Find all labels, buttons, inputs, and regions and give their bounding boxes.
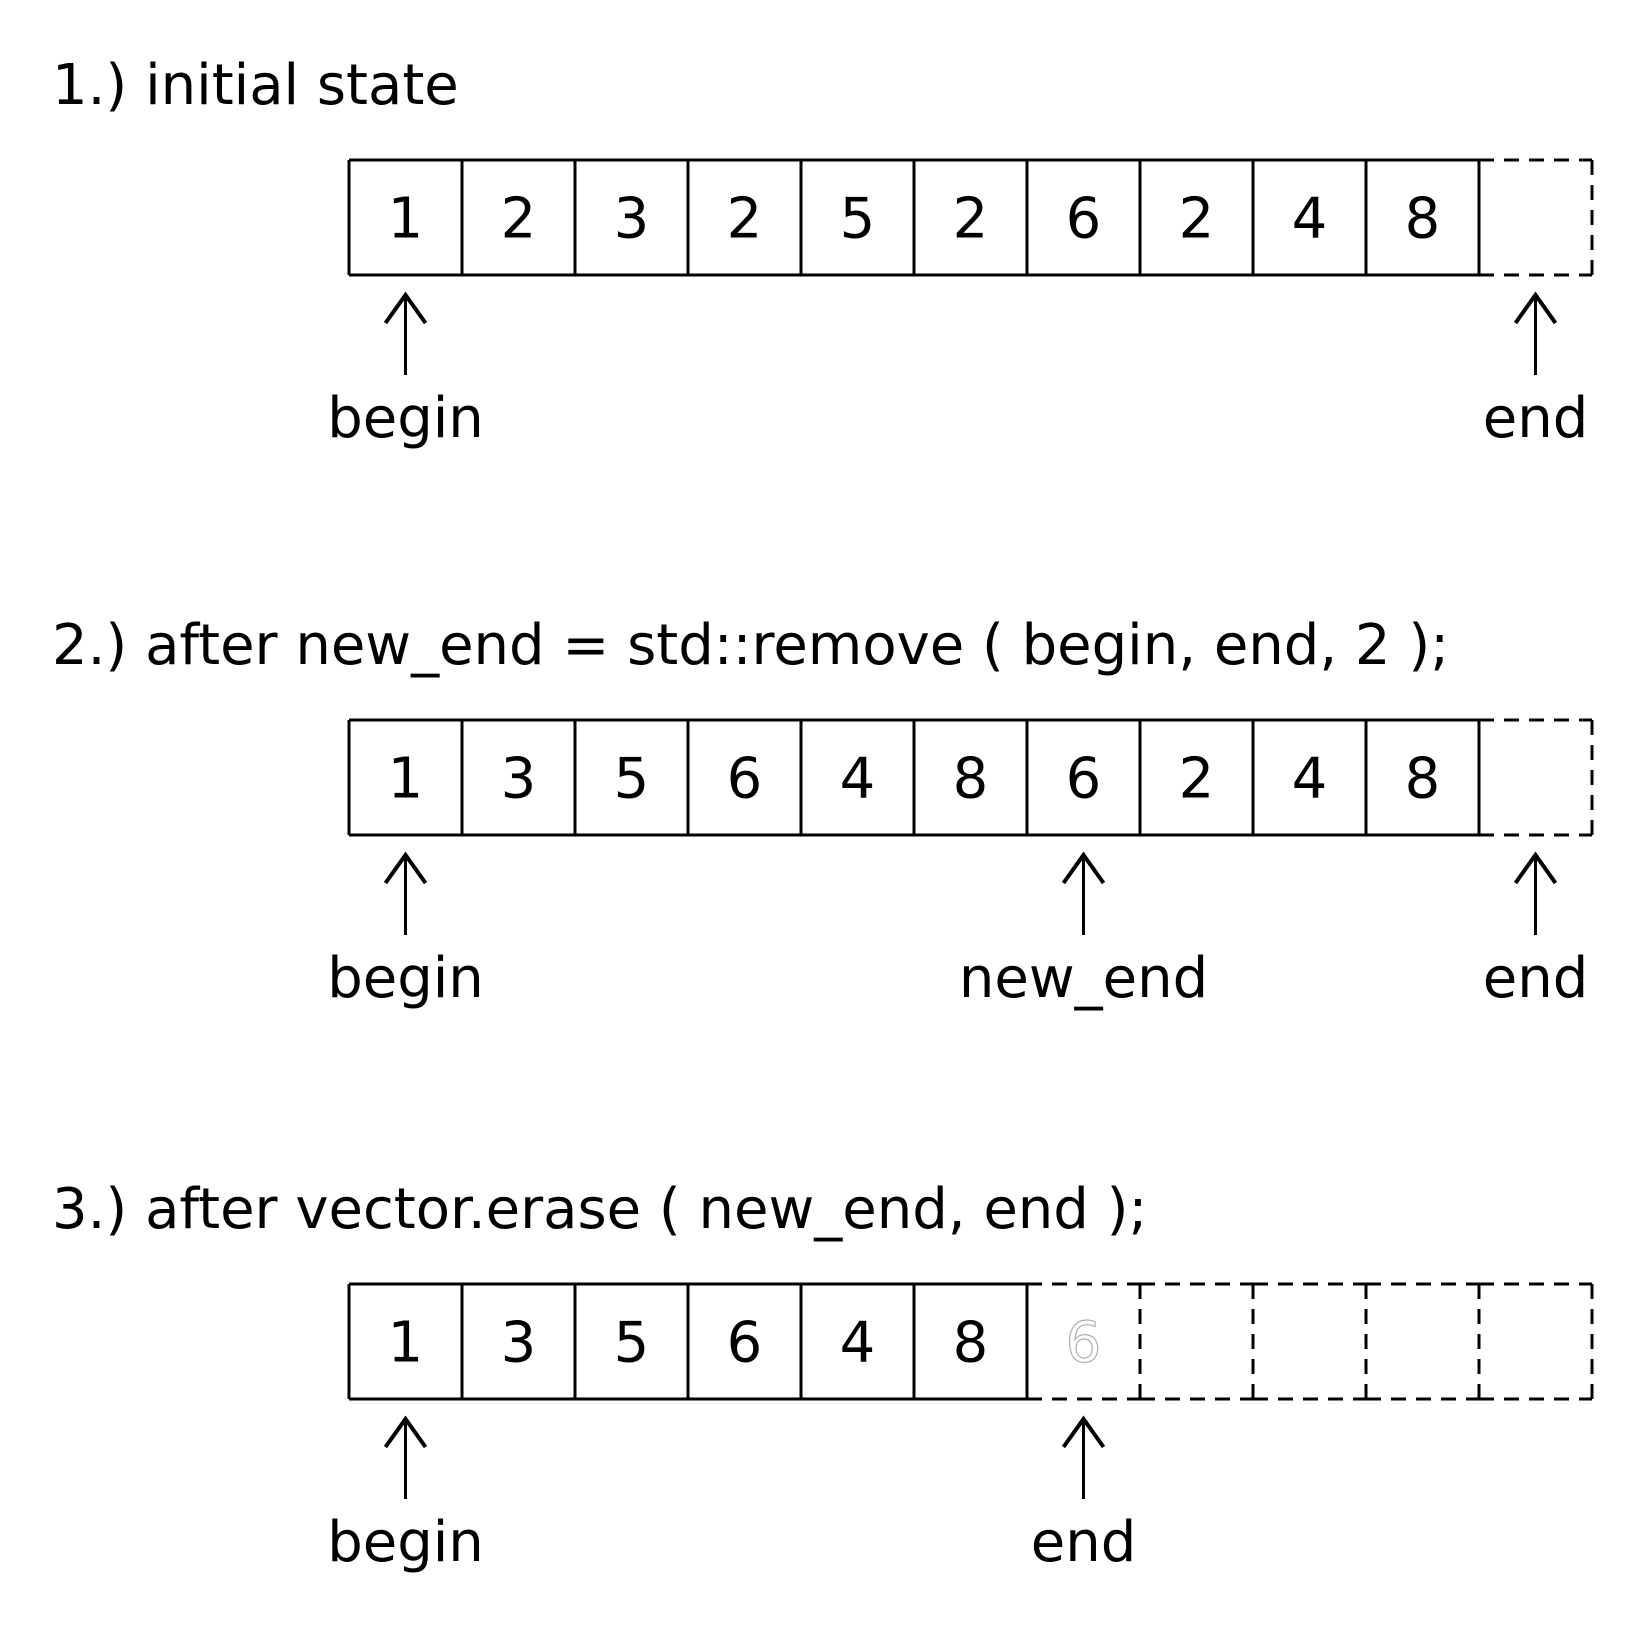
cell-value: 3 (501, 747, 537, 812)
stage-1-title: 1.) initial state (52, 53, 459, 118)
arrow-head-icon (1513, 291, 1558, 325)
pointer-new-end: new_end (959, 851, 1208, 1011)
cell-value: 1 (388, 747, 424, 812)
cell-value: 3 (501, 1311, 537, 1376)
pointer-label: begin (327, 946, 484, 1011)
stage-1-array: 1 2 3 2 5 2 6 2 4 8 begin end (327, 158, 1594, 451)
cell-value: 4 (840, 1311, 876, 1376)
arrow-head-icon (1061, 1415, 1106, 1449)
cell-value: 5 (614, 747, 650, 812)
stage-3-array: 1 3 5 6 4 8 6 begin end (327, 1282, 1594, 1575)
pointer-begin: begin (327, 291, 484, 451)
pointer-label: new_end (959, 946, 1208, 1011)
pointer-begin: begin (327, 1415, 484, 1575)
cell-value: 2 (501, 187, 537, 252)
cell-value: 1 (388, 1311, 424, 1376)
cell-value: 4 (1292, 187, 1328, 252)
cell-value: 6 (727, 1311, 763, 1376)
arrow-head-icon (383, 851, 428, 885)
cell-value: 8 (953, 747, 989, 812)
pointer-label: begin (327, 1510, 484, 1575)
cell-value: 2 (727, 187, 763, 252)
cell-value: 5 (614, 1311, 650, 1376)
ghost-cell-value: 6 (1066, 1311, 1102, 1376)
cell-value: 8 (1405, 747, 1441, 812)
cell-value: 5 (840, 187, 876, 252)
cell-value: 1 (388, 187, 424, 252)
cell-value: 6 (1066, 747, 1102, 812)
cell-value: 8 (953, 1311, 989, 1376)
cell-value: 2 (1179, 187, 1215, 252)
pointer-label: end (1031, 1510, 1137, 1575)
pointer-end: end (1031, 1415, 1137, 1575)
pointer-end: end (1483, 851, 1589, 1011)
pointer-begin: begin (327, 851, 484, 1011)
cell-value: 2 (953, 187, 989, 252)
cell-value: 4 (840, 747, 876, 812)
pointer-label: begin (327, 386, 484, 451)
arrow-head-icon (1513, 851, 1558, 885)
cell-value: 4 (1292, 747, 1328, 812)
pointer-label: end (1483, 386, 1589, 451)
cell-value: 8 (1405, 187, 1441, 252)
pointer-label: end (1483, 946, 1589, 1011)
cell-value: 3 (614, 187, 650, 252)
cell-value: 6 (1066, 187, 1102, 252)
cell-value: 6 (727, 747, 763, 812)
stage-2-array: 1 3 5 6 4 8 6 2 4 8 begin new_end end (327, 718, 1594, 1011)
pointer-end: end (1483, 291, 1589, 451)
stage-2-title: 2.) after new_end = std::remove ( begin,… (52, 613, 1450, 678)
arrow-head-icon (1061, 851, 1106, 885)
arrow-head-icon (383, 1415, 428, 1449)
cell-value: 2 (1179, 747, 1215, 812)
arrow-head-icon (383, 291, 428, 325)
stage-3-title: 3.) after vector.erase ( new_end, end ); (52, 1177, 1148, 1242)
